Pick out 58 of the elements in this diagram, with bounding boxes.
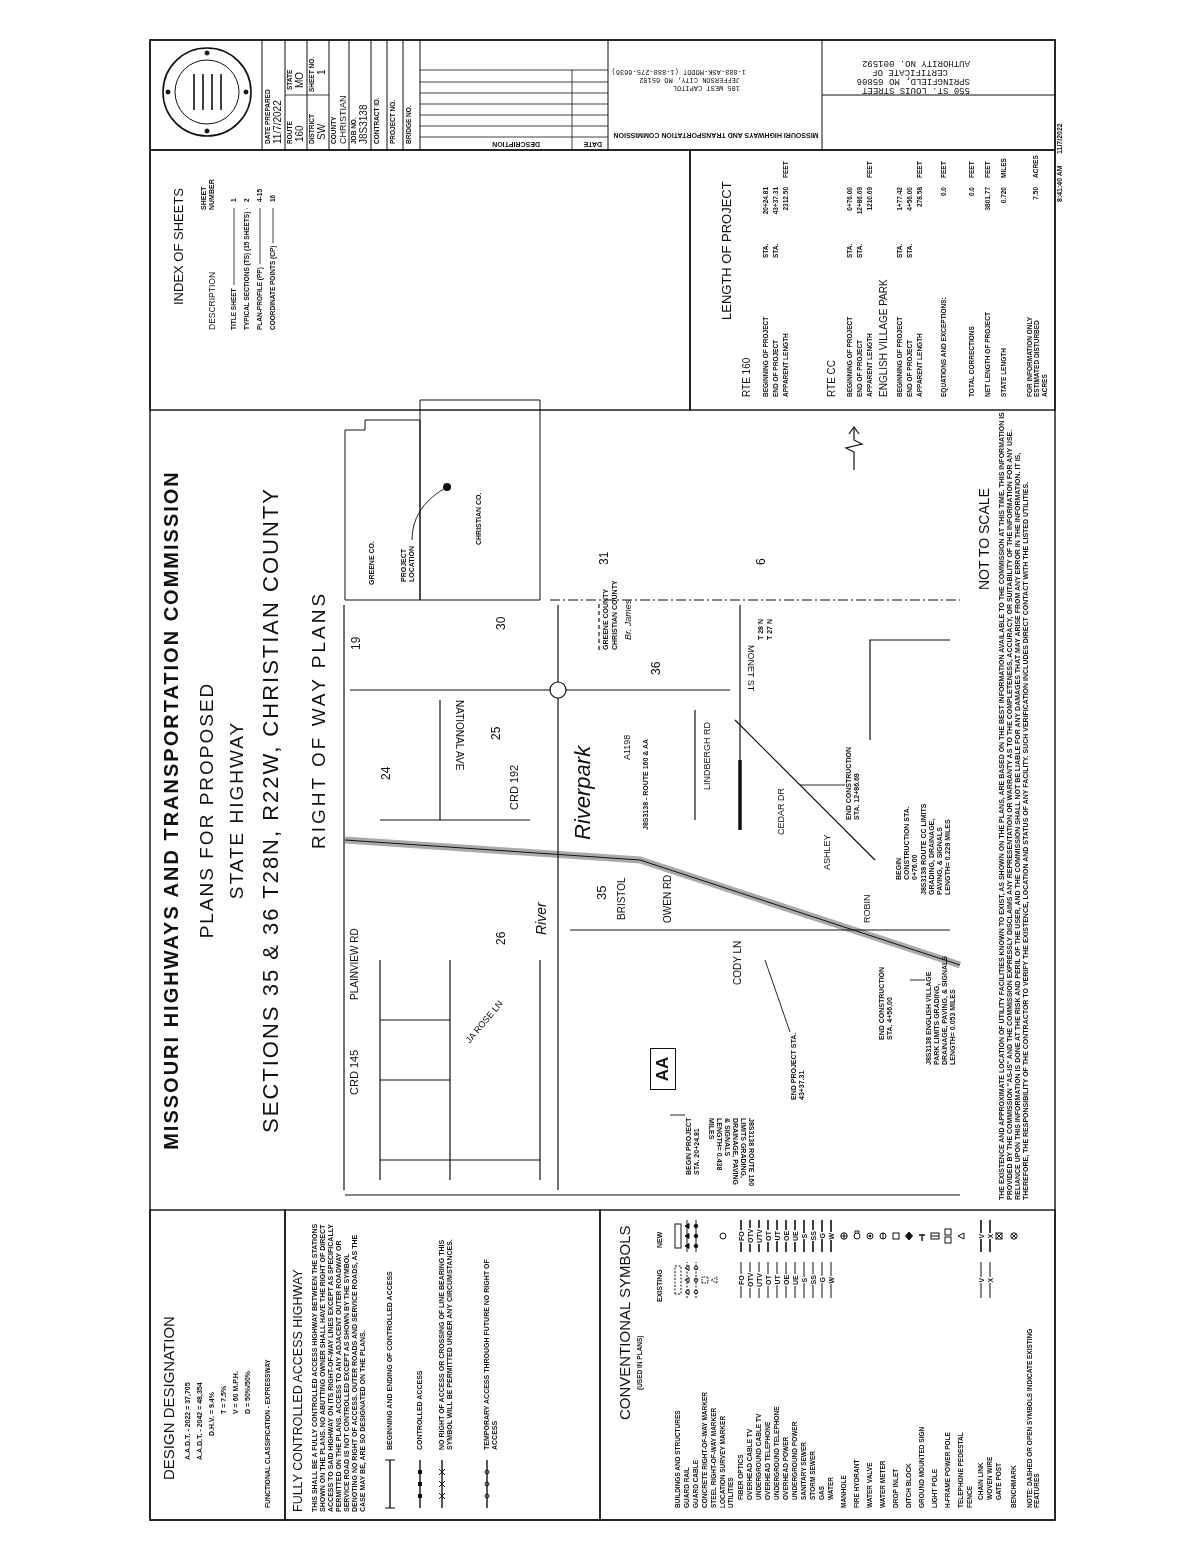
map-label: 30 [495, 615, 509, 630]
map-label: BRISTOL [616, 876, 628, 920]
map-label: CODY LN [732, 939, 744, 985]
map-label: 24 [380, 765, 394, 780]
table-entry: RTE 160 [741, 356, 753, 397]
map-label: OWEN RD [662, 873, 674, 923]
leader-line [669, 1114, 686, 1116]
map-label: CEDAR DR [776, 787, 787, 835]
sheet-title: MISSOURI HIGHWAYS AND TRANSPORTATION COMMISSION [160, 469, 183, 1152]
scale-note: NOT TO SCALE [976, 487, 993, 590]
table-entry: ENGLISH VILLAGE PARK [878, 278, 890, 397]
table-entry: RTE CC [826, 358, 838, 397]
map-label: Riverpark [570, 744, 596, 840]
map-label: PLAINVIEW RD [349, 927, 361, 1000]
title-block-field: MO [294, 48, 306, 88]
title-block-field: 160 [294, 102, 306, 142]
map-label: A1198 [622, 733, 633, 760]
sheet-title: RIGHT OF WAY PLANS [308, 589, 330, 852]
panel-heading: CONVENTIONAL SYMBOLS [616, 1224, 634, 1420]
map-label: ROBIN [862, 893, 873, 923]
leader-line [909, 979, 926, 981]
address-text: 550 ST. LOUIS STREET [860, 85, 970, 94]
title-block-field: 1 [316, 60, 328, 75]
title-block-field: 11/7/2022 [272, 49, 284, 144]
map-label: MONET ST [746, 645, 757, 694]
map-label: 36 [650, 660, 664, 675]
route-shield: AA [650, 1048, 676, 1090]
panel-heading: LENGTH OF PROJECT [720, 180, 735, 320]
panel-heading: INDEX OF SHEETS [172, 186, 187, 305]
title-block-field: CHRISTIAN [338, 49, 349, 144]
map-label: 35 [595, 884, 610, 900]
map-label: CRD 145 [348, 1048, 361, 1095]
location-dot [443, 483, 451, 491]
address-text: CERTIFICATE OF [871, 67, 948, 76]
leader-line [799, 784, 846, 786]
sheet-title: SECTIONS 35 & 36 T28N, R22W, CHRISTIAN COUNTY [258, 486, 284, 1135]
map-label: River [533, 901, 550, 935]
map-label: NATIONAL AVE [453, 700, 465, 773]
panel-heading: DESIGN DESIGNATION [160, 1315, 178, 1480]
map-label: LINDBERGH RD [702, 721, 713, 790]
address-text: AUTHORITY NO. 001592 [860, 58, 970, 67]
sheet-title: STATE HIGHWAY [226, 719, 248, 902]
map-label: ASHLEY [822, 833, 833, 870]
map-label: 25 [490, 725, 504, 740]
map-label: CRD 192 [508, 763, 521, 810]
map-label: 31 [598, 550, 612, 565]
leader-line [411, 488, 444, 541]
sheet-title: PLANS FOR PROPOSED [196, 680, 218, 941]
panel-heading: FULLY CONTROLLED ACCESS HIGHWAY [291, 1268, 306, 1512]
map-label: Br. James [623, 598, 634, 640]
title-block-field: J8S3138 [358, 49, 370, 144]
map-label: 26 [495, 930, 509, 945]
leader-line [764, 959, 791, 1033]
title-block-field: SW [316, 110, 328, 140]
address-text: SPRINGFIELD, MO 65806 [855, 76, 970, 85]
column-heading: DESCRIPTION [208, 270, 218, 330]
map-label: 6 [755, 557, 769, 565]
map-label: 19 [350, 635, 364, 650]
